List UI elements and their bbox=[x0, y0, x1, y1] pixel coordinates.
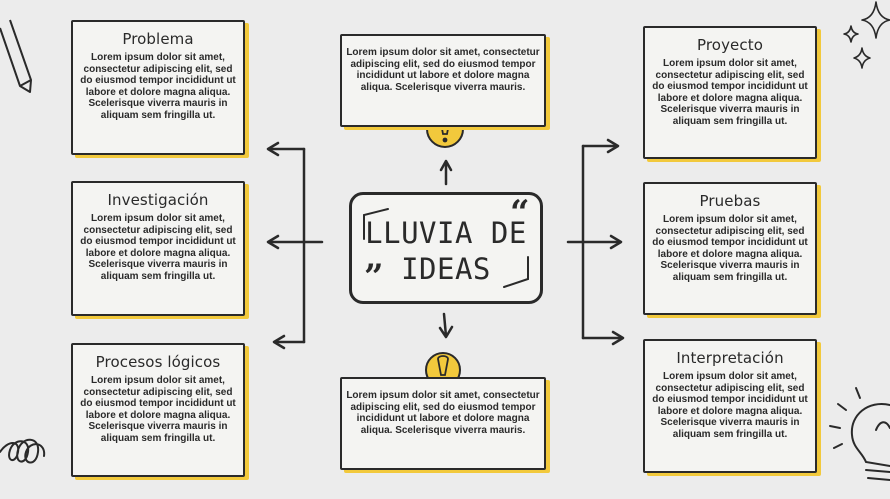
card-title: Interpretación bbox=[676, 349, 784, 367]
card-problema: Problema Lorem ipsum dolor sit amet, con… bbox=[71, 20, 245, 155]
card-title: Problema bbox=[122, 30, 194, 48]
card-investigacion: Investigación Lorem ipsum dolor sit amet… bbox=[71, 181, 245, 316]
card-title: Investigación bbox=[107, 191, 209, 209]
card-pruebas: Pruebas Lorem ipsum dolor sit amet, cons… bbox=[643, 182, 817, 315]
card-title: Pruebas bbox=[699, 192, 761, 210]
card-body: Lorem ipsum dolor sit amet, consectetur … bbox=[652, 214, 808, 283]
card-body: Lorem ipsum dolor sit amet, consectetur … bbox=[652, 371, 808, 440]
sparkle-icon bbox=[843, 1, 890, 69]
card-procesos-logicos: Procesos lógicos Lorem ipsum dolor sit a… bbox=[71, 343, 245, 477]
center-title-box: “ ” LLUVIA DE IDEAS bbox=[349, 192, 543, 304]
card-body: Lorem ipsum dolor sit amet, consectetur … bbox=[80, 213, 236, 282]
card-bottom: Lorem ipsum dolor sit amet, consectetur … bbox=[340, 377, 546, 470]
lightbulb-icon bbox=[829, 387, 890, 481]
card-body: Lorem ipsum dolor sit amet, consectetur … bbox=[346, 390, 540, 436]
quote-mark-icon: ” bbox=[364, 257, 384, 297]
card-interpretacion: Interpretación Lorem ipsum dolor sit ame… bbox=[643, 339, 817, 473]
pencil-icon bbox=[0, 19, 32, 93]
spiral-doodle-icon bbox=[0, 438, 46, 464]
center-title-line-2: IDEAS bbox=[401, 252, 491, 286]
card-top: Lorem ipsum dolor sit amet, consectetur … bbox=[340, 34, 546, 127]
card-body: Lorem ipsum dolor sit amet, consectetur … bbox=[346, 47, 540, 93]
center-title: LLUVIA DE IDEAS bbox=[352, 215, 540, 287]
card-body: Lorem ipsum dolor sit amet, consectetur … bbox=[80, 375, 236, 444]
card-title: Procesos lógicos bbox=[95, 353, 221, 371]
card-title: Proyecto bbox=[696, 36, 763, 54]
card-body: Lorem ipsum dolor sit amet, consectetur … bbox=[80, 52, 236, 121]
card-proyecto: Proyecto Lorem ipsum dolor sit amet, con… bbox=[643, 26, 817, 159]
inner-corner-marks bbox=[363, 208, 529, 288]
card-body: Lorem ipsum dolor sit amet, consectetur … bbox=[652, 58, 808, 127]
quote-mark-icon: “ bbox=[510, 193, 530, 233]
center-title-line-1: LLUVIA DE bbox=[365, 216, 527, 250]
arrow-down bbox=[442, 312, 448, 338]
